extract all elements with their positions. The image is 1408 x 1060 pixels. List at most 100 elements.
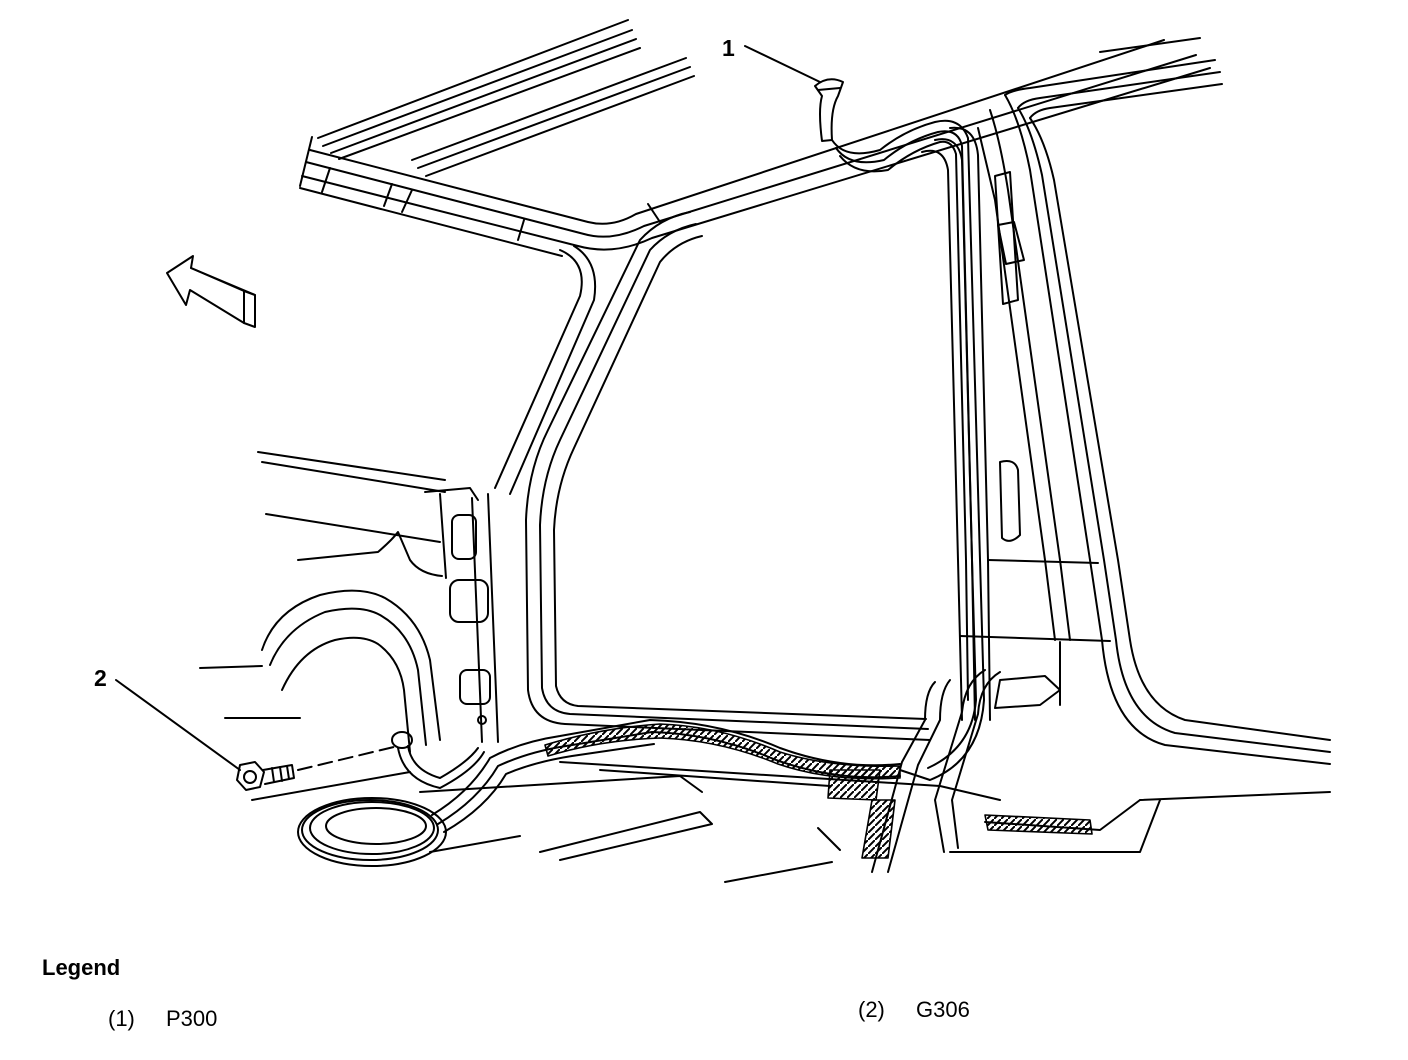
seat-belt-strap bbox=[934, 669, 986, 853]
bolt-shaft bbox=[262, 764, 295, 785]
wiring-harness bbox=[431, 119, 985, 833]
floor-line bbox=[429, 835, 521, 853]
harness-line bbox=[443, 743, 655, 833]
b-pillar-top-line bbox=[1029, 83, 1223, 119]
ground-g306 bbox=[236, 731, 485, 791]
roof-side-line bbox=[305, 54, 1197, 238]
quarter-window-opening bbox=[494, 126, 991, 741]
roof-side-line bbox=[299, 187, 563, 257]
quarter-panel-line bbox=[265, 513, 441, 543]
legend-item-number: (2) bbox=[858, 997, 885, 1022]
b-pillar bbox=[959, 59, 1331, 765]
callout-leader bbox=[115, 679, 241, 771]
legend-item: (1) P300 bbox=[108, 1006, 217, 1032]
pillar-edge-line bbox=[487, 493, 499, 743]
coil-loop bbox=[309, 801, 435, 855]
floor-line bbox=[724, 861, 833, 883]
access-hole bbox=[449, 579, 489, 623]
window-edge-line bbox=[539, 223, 929, 730]
pillar-seam bbox=[959, 635, 1111, 642]
b-pillar-line bbox=[1017, 107, 1331, 753]
callout-2: 2 bbox=[94, 665, 241, 771]
roof-rail-line bbox=[338, 47, 641, 160]
floor-line bbox=[419, 775, 703, 793]
legend-item-code: P300 bbox=[166, 1006, 218, 1031]
wheel-arch-line bbox=[269, 607, 427, 746]
floor-line bbox=[949, 799, 1161, 853]
pillar-edge-line bbox=[439, 493, 447, 579]
access-hole bbox=[451, 514, 477, 560]
callout-number: 2 bbox=[94, 665, 107, 691]
window-edge-line bbox=[553, 235, 927, 720]
roof-rail-line bbox=[411, 57, 687, 161]
callout-1: 1 bbox=[722, 35, 821, 83]
seat-belt-strap bbox=[951, 671, 1001, 849]
roof-side-line bbox=[309, 39, 1165, 225]
vehicle-harness-diagram: 1 2 bbox=[94, 19, 1331, 883]
access-hole bbox=[459, 669, 491, 705]
quarter-panel bbox=[257, 451, 499, 743]
harness-coil bbox=[297, 797, 447, 867]
pillar-seam bbox=[987, 559, 1099, 564]
seat-belt-strap bbox=[887, 679, 951, 873]
harness-line bbox=[835, 130, 977, 769]
legend-item-code: G306 bbox=[916, 997, 970, 1022]
floor-line bbox=[1139, 791, 1331, 801]
bolt-head bbox=[236, 761, 265, 791]
seat-belt-strap bbox=[871, 681, 936, 873]
callout-number: 1 bbox=[722, 35, 735, 61]
b-pillar-top-line bbox=[1004, 59, 1216, 96]
connector-p300 bbox=[814, 78, 844, 142]
arrow-edge bbox=[190, 267, 256, 324]
roof-top-line bbox=[1099, 37, 1201, 53]
quarter-panel-line bbox=[297, 531, 443, 577]
b-pillar-inner-line bbox=[977, 127, 1056, 641]
window-right-edge bbox=[949, 126, 991, 721]
ground-stud-hole bbox=[477, 715, 487, 725]
roof-rail-line bbox=[330, 38, 637, 154]
body-line bbox=[199, 665, 263, 669]
window-edge-line bbox=[525, 211, 931, 741]
coil-loop bbox=[301, 799, 439, 861]
floor-line bbox=[817, 827, 841, 851]
roof-rib bbox=[321, 167, 331, 193]
b-pillar-top-line bbox=[1017, 71, 1221, 109]
c-pillar-outer-line bbox=[494, 249, 583, 489]
connector-body bbox=[814, 78, 844, 142]
b-pillar-inner-line bbox=[989, 109, 1071, 641]
coil-loop bbox=[297, 797, 447, 867]
quarter-panel-line bbox=[261, 461, 446, 493]
arrow-face bbox=[166, 255, 256, 328]
sill-line bbox=[599, 769, 831, 787]
ground-wire bbox=[407, 745, 479, 779]
b-pillar-line bbox=[1004, 94, 1331, 765]
roof-rib bbox=[647, 203, 661, 223]
ring-terminal bbox=[391, 731, 413, 749]
sill-line bbox=[559, 761, 1001, 801]
quarter-panel-line bbox=[257, 451, 446, 481]
harness-line bbox=[831, 119, 985, 781]
coil-loop bbox=[325, 807, 427, 845]
window-right-edge bbox=[921, 149, 963, 721]
legend-title: Legend bbox=[42, 955, 121, 980]
roof-side-line bbox=[301, 67, 1211, 251]
roof-rib bbox=[517, 219, 525, 241]
legend-item-number: (1) bbox=[108, 1006, 135, 1031]
harness-line bbox=[437, 731, 901, 825]
retractor-bracket bbox=[997, 221, 1025, 265]
sill-hatching bbox=[544, 723, 901, 780]
retractor-bracket bbox=[994, 171, 1019, 305]
wheel-arch bbox=[199, 589, 441, 801]
pillar-edge-line bbox=[471, 497, 483, 743]
body-line bbox=[251, 771, 411, 801]
roof-rail-line bbox=[425, 75, 695, 177]
c-pillar-outer-line bbox=[509, 245, 597, 495]
wheel-arch-line bbox=[261, 589, 441, 741]
bolt-thread bbox=[271, 765, 290, 783]
harness-line bbox=[431, 719, 901, 816]
floor-line bbox=[539, 811, 713, 861]
legend-item: (2) G306 bbox=[858, 997, 970, 1023]
bolt-washer bbox=[243, 770, 257, 784]
wheel-arch-line bbox=[281, 636, 411, 753]
front-direction-arrow-icon bbox=[166, 255, 256, 328]
